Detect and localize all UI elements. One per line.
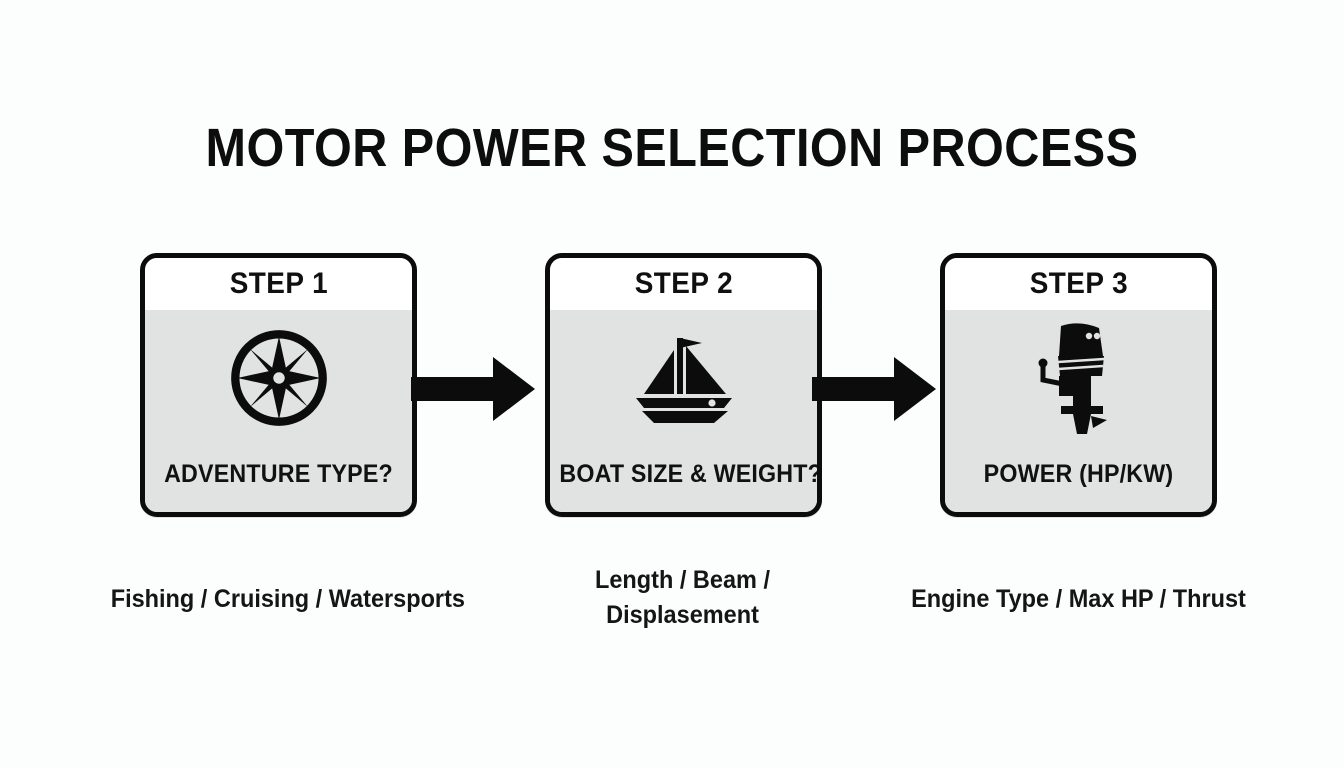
step-box-3[interactable]: STEP 3 xyxy=(940,253,1217,517)
step-box-2[interactable]: STEP 2 xyxy=(545,253,822,517)
step-2-footnote-line-2: Displasement xyxy=(606,601,759,629)
step-1-icon-wrap xyxy=(145,324,412,432)
step-3-body: POWER (HP/KW) xyxy=(945,310,1212,512)
step-3-icon-wrap xyxy=(945,323,1212,434)
compass-rose-icon xyxy=(230,330,327,426)
step-1-footnote: Fishing / Cruising / Watersports xyxy=(110,582,465,617)
sailboat-icon xyxy=(635,338,732,423)
step-2-header-label: STEP 2 xyxy=(634,267,733,300)
outboard-motor-icon xyxy=(1038,323,1107,434)
step-1-header: STEP 1 xyxy=(145,258,412,310)
step-1-body: ADVENTURE TYPE? xyxy=(145,310,412,512)
step-2-footnote: Length / Beam / Displasement xyxy=(567,563,797,633)
step-1-header-label: STEP 1 xyxy=(229,267,328,300)
step-1-footnote-line-1: Fishing / Cruising / Watersports xyxy=(110,585,465,613)
step-2-header: STEP 2 xyxy=(550,258,817,310)
step-3-footnote-line-1: Engine Type / Max HP / Thrust xyxy=(911,585,1246,613)
step-2-icon-wrap xyxy=(550,324,817,432)
step-3-header-label: STEP 3 xyxy=(1029,267,1128,300)
arrow-step2-to-step3 xyxy=(812,355,936,423)
arrow-step1-to-step2 xyxy=(411,355,535,423)
step-3-header: STEP 3 xyxy=(945,258,1212,310)
page-title: MOTOR POWER SELECTION PROCESS xyxy=(205,118,1139,178)
step-2-footnote-line-1: Length / Beam / xyxy=(595,566,770,594)
step-2-caption: BOAT SIZE & WEIGHT? xyxy=(559,460,822,488)
step-3-caption: POWER (HP/KW) xyxy=(983,460,1174,488)
step-3-footnote: Engine Type / Max HP / Thrust xyxy=(901,582,1255,617)
step-box-1[interactable]: STEP 1 ADVENTURE TYPE? xyxy=(140,253,417,517)
step-1-caption: ADVENTURE TYPE? xyxy=(164,460,393,488)
step-2-body: BOAT SIZE & WEIGHT? xyxy=(550,310,822,512)
